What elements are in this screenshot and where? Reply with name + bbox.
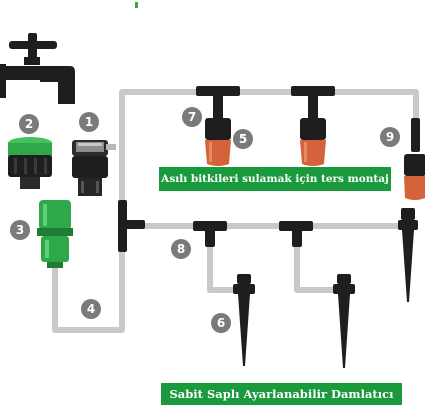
hose-connector-green bbox=[37, 200, 73, 268]
orange-dripper-3 bbox=[404, 118, 425, 200]
badge-2: 2 bbox=[19, 114, 39, 134]
mid-tee-connector-2 bbox=[279, 221, 313, 247]
badge-8: 8 bbox=[171, 239, 191, 259]
svg-text:5: 5 bbox=[239, 132, 247, 146]
svg-text:6: 6 bbox=[217, 316, 225, 330]
pipe-drop-1 bbox=[207, 237, 239, 293]
stake-dripper-3 bbox=[398, 208, 418, 302]
svg-text:8: 8 bbox=[177, 242, 185, 256]
tap-quick-connector bbox=[72, 140, 116, 196]
svg-text:2: 2 bbox=[25, 117, 33, 131]
badge-9: 9 bbox=[380, 127, 400, 147]
badge-6: 6 bbox=[211, 313, 231, 333]
svg-text:7: 7 bbox=[188, 110, 196, 124]
badge-1: 1 bbox=[79, 112, 99, 132]
tap-adapter-green bbox=[8, 137, 52, 189]
top-mark bbox=[135, 2, 138, 8]
top-tee-connector-1 bbox=[196, 86, 240, 120]
stake-dripper-2 bbox=[333, 274, 355, 368]
banner-stake-dripper: Sabit Saplı Ayarlanabilir Damlatıcı bbox=[161, 383, 402, 405]
banner-inverted-mount: Asılı bitkileri sulamak için ters montaj bbox=[159, 167, 391, 191]
orange-dripper-1 bbox=[205, 118, 231, 166]
mid-tee-connector-1 bbox=[193, 221, 227, 247]
stake-dripper-1 bbox=[233, 274, 255, 366]
badge-3: 3 bbox=[10, 220, 30, 240]
svg-text:9: 9 bbox=[386, 130, 394, 144]
orange-dripper-2 bbox=[300, 118, 326, 166]
svg-text:3: 3 bbox=[16, 223, 24, 237]
faucet-icon bbox=[0, 33, 75, 104]
main-tee-connector bbox=[118, 200, 145, 252]
badge-5: 5 bbox=[233, 129, 253, 149]
top-tee-connector-2 bbox=[291, 86, 335, 120]
number-badges: 1 2 3 4 5 6 7 8 bbox=[10, 107, 400, 333]
pipe-top-to-right bbox=[319, 89, 419, 121]
pipes bbox=[52, 89, 419, 333]
pipe-hose-main bbox=[52, 89, 216, 333]
svg-text:4: 4 bbox=[87, 302, 95, 316]
badge-4: 4 bbox=[81, 299, 101, 319]
pipe-drop-2 bbox=[294, 237, 337, 293]
badge-7: 7 bbox=[182, 107, 202, 127]
svg-text:1: 1 bbox=[85, 115, 93, 129]
